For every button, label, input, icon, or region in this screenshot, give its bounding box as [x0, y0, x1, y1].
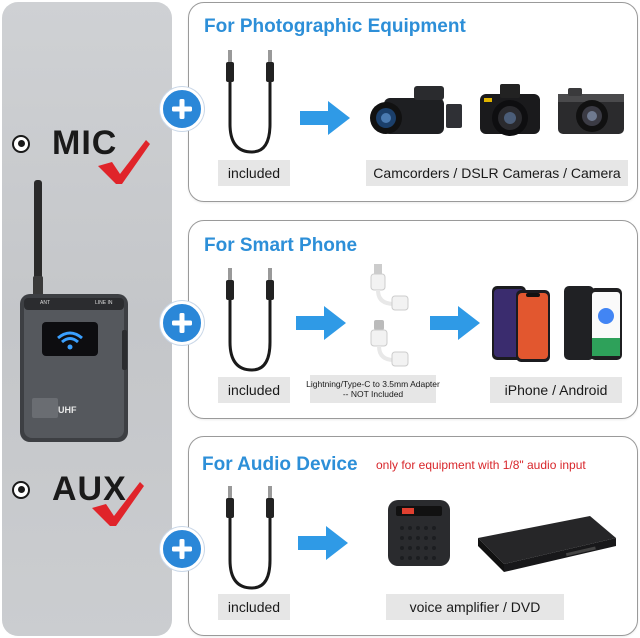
aux-radio-icon[interactable]	[12, 480, 30, 499]
android-phone-image	[564, 286, 622, 360]
included-label: included	[218, 160, 290, 186]
transmitter-ant-label: ANT	[40, 300, 50, 306]
mic-label: MIC	[52, 124, 118, 162]
arrow-right-icon	[300, 101, 350, 135]
dslr-camera-image	[480, 84, 540, 136]
audio-devices-label: voice amplifier / DVD	[386, 594, 564, 620]
arrow-right-icon	[298, 526, 348, 560]
included-label: included	[218, 594, 290, 620]
smart-phone-devices-label: iPhone / Android	[490, 377, 622, 403]
photographic-title: For Photographic Equipment	[204, 16, 466, 37]
arrow-right-icon	[430, 306, 480, 340]
audio-device-title: For Audio Device	[202, 454, 358, 475]
mic-radio-icon[interactable]	[12, 134, 30, 153]
transmitter-line-in-label: LINE IN	[95, 300, 113, 306]
lightning-adapter-image	[370, 264, 409, 311]
adapter-not-included-label: Lightning/Type-C to 3.5mm Adapter -- NOT…	[306, 375, 440, 403]
mode-mic[interactable]: MIC	[12, 124, 117, 163]
camera-image	[558, 88, 624, 134]
transmitter-brand-label: UHF	[58, 405, 77, 415]
iphone-image	[492, 286, 550, 362]
smart-phone-title: For Smart Phone	[204, 235, 358, 256]
mode-aux[interactable]: AUX	[12, 470, 127, 509]
dvd-player-image	[478, 516, 616, 572]
aux-checkmark-icon	[92, 482, 144, 526]
camcorder-image	[370, 86, 462, 134]
transmitter-device-image	[20, 180, 128, 442]
plus-icon	[160, 87, 204, 131]
arrow-right-icon	[296, 306, 346, 340]
audio-cable-icon	[226, 486, 274, 590]
type-c-adapter-image	[370, 320, 409, 367]
audio-device-note: only for equipment with 1/8" audio input	[376, 458, 586, 472]
audio-cable-icon	[226, 268, 274, 372]
audio-cable-icon	[226, 50, 274, 154]
voice-amplifier-image	[388, 500, 450, 566]
plus-icon	[160, 527, 204, 571]
adapter-label-line1: Lightning/Type-C to 3.5mm Adapter	[306, 379, 440, 389]
adapter-label-line2: -- NOT Included	[342, 389, 404, 399]
mic-checkmark-icon	[98, 140, 150, 184]
aux-label: AUX	[52, 470, 127, 508]
plus-icon	[160, 301, 204, 345]
included-label: included	[218, 377, 290, 403]
photographic-devices-label: Camcorders / DSLR Cameras / Camera	[366, 160, 628, 186]
